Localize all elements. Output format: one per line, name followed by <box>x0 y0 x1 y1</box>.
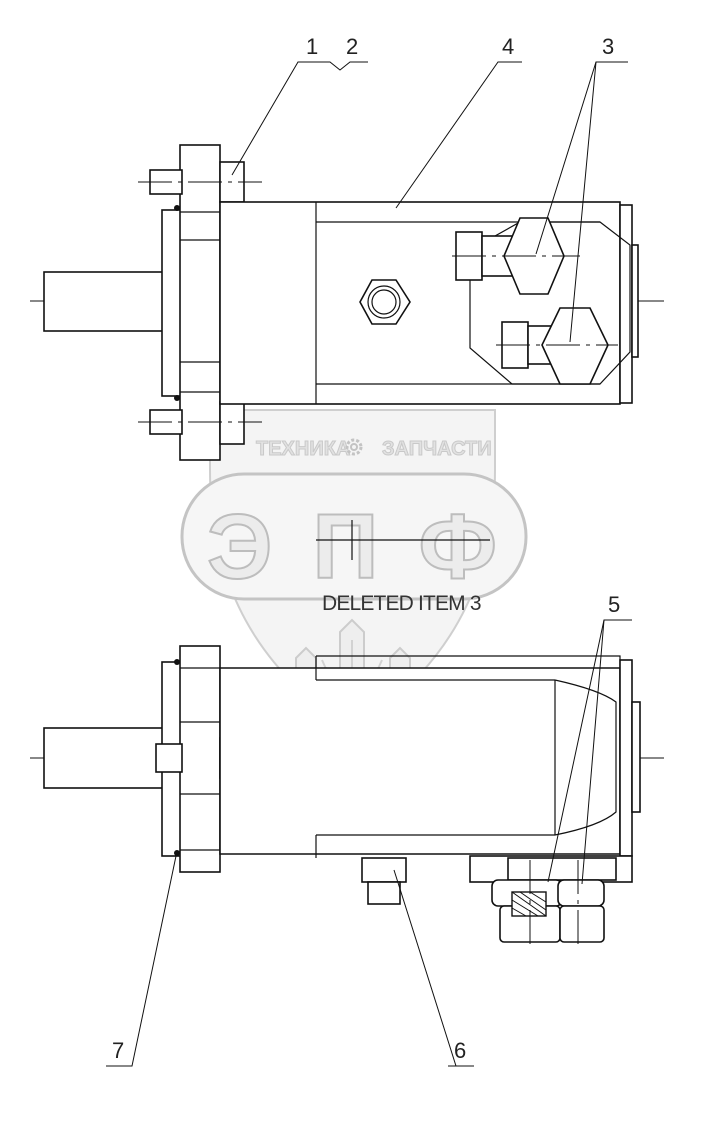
hex-plug <box>359 279 411 325</box>
flange-nut <box>219 401 245 445</box>
hose-fitting-lower <box>496 307 618 385</box>
o-ring-dot <box>174 395 180 401</box>
callout-3: 3 <box>602 34 614 59</box>
deleted-item-note: DELETED ITEM 3 <box>316 520 490 615</box>
callout-4: 4 <box>502 34 514 59</box>
end-cap <box>619 659 633 857</box>
hose-fitting-upper <box>452 217 580 295</box>
bottom-view <box>30 645 670 950</box>
drain-plug <box>361 857 407 905</box>
o-ring-dot <box>174 850 180 856</box>
o-ring-dot <box>174 659 180 665</box>
watermark-text-right: ЗАПЧАСТИ <box>382 438 492 460</box>
top-view <box>30 144 670 461</box>
fitting-pair <box>491 860 605 950</box>
shaft-key <box>155 743 183 773</box>
watermark-oval <box>180 472 528 601</box>
callouts: 1 2 4 3 5 6 7 <box>106 34 632 1067</box>
seal-plate <box>161 209 183 397</box>
callout-7: 7 <box>112 1038 124 1063</box>
mounting-flange <box>179 144 221 461</box>
o-ring-dot <box>174 205 180 211</box>
deleted-item-label: DELETED ITEM 3 <box>322 592 482 615</box>
mounting-flange <box>179 645 221 873</box>
shaft <box>43 271 165 332</box>
shaft <box>43 727 165 789</box>
callout-5: 5 <box>608 592 620 617</box>
callout-1: 1 <box>306 34 318 59</box>
watermark-text-left: ТЕХНИКА <box>256 438 350 460</box>
gear-icon <box>345 438 363 456</box>
callout-2: 2 <box>346 34 358 59</box>
callout-6: 6 <box>454 1038 466 1063</box>
